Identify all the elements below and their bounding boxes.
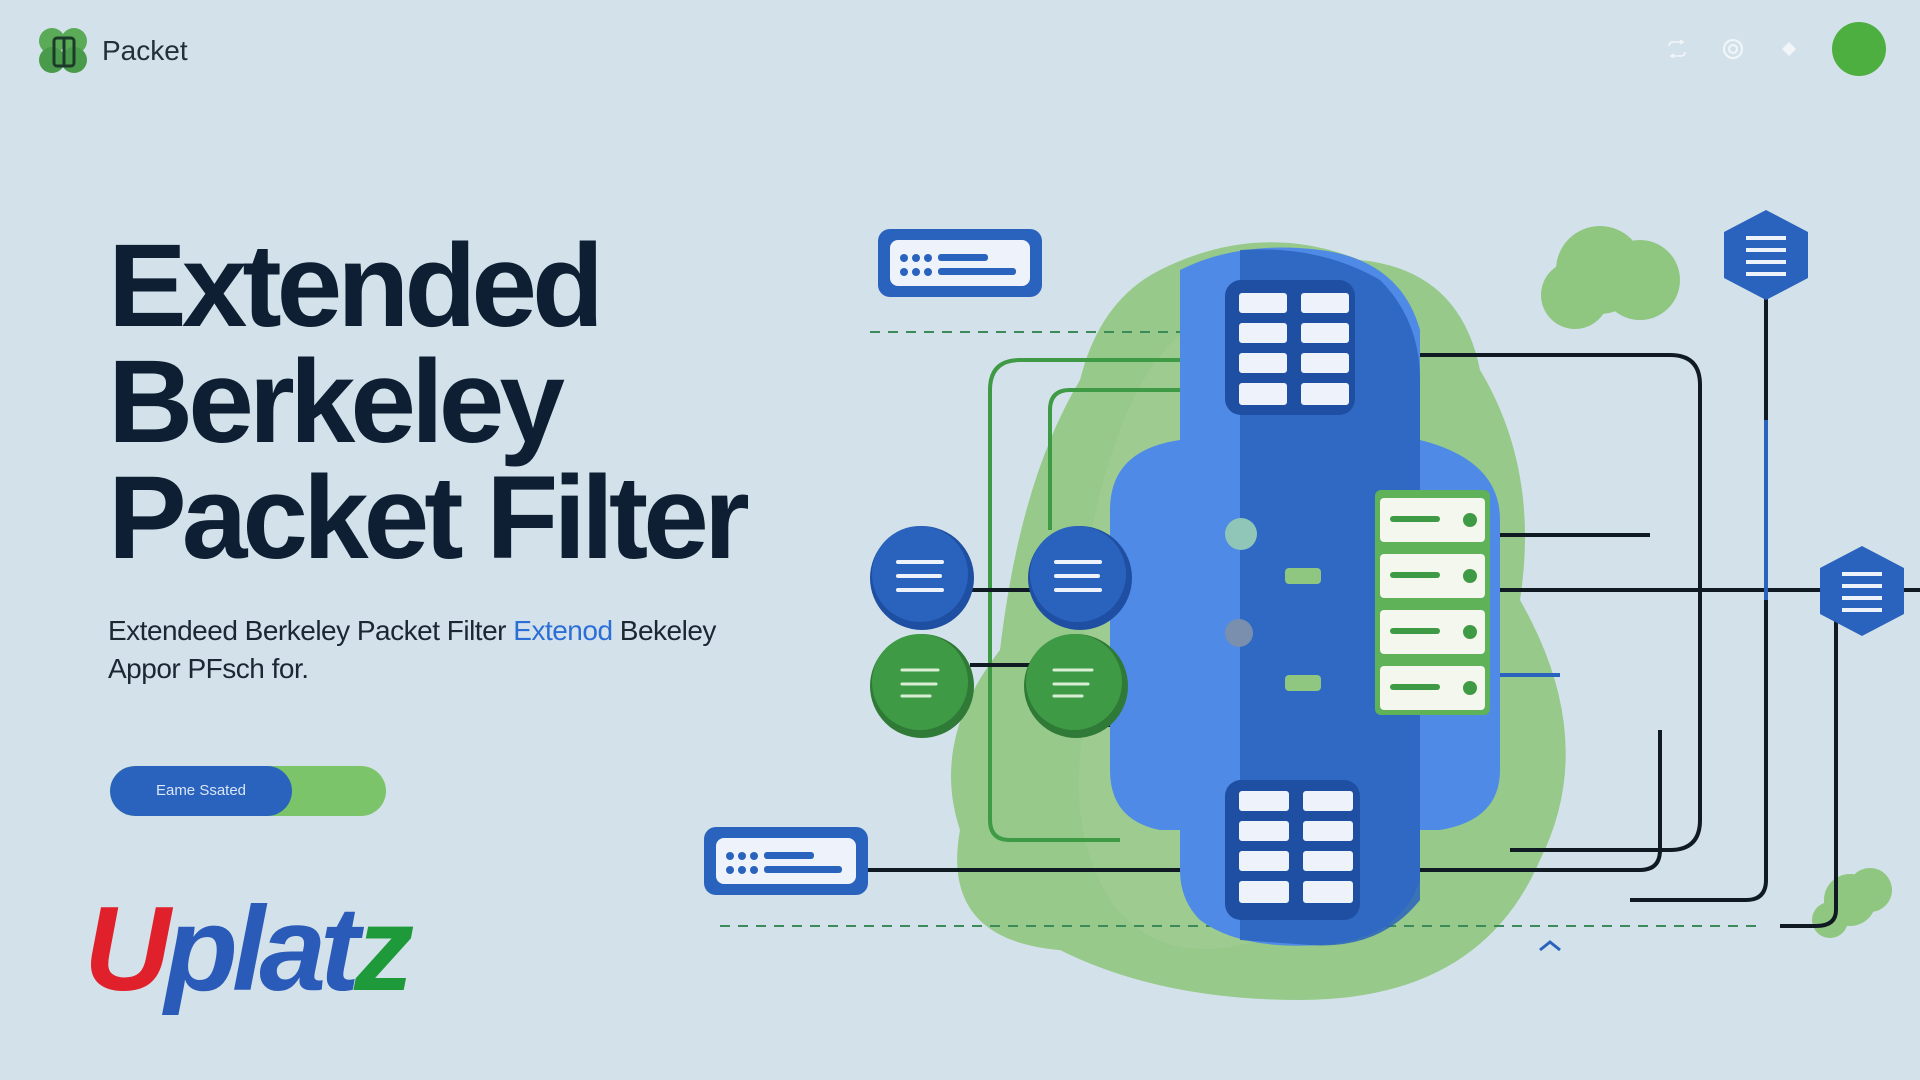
svg-text:Uplatz: Uplatz — [84, 882, 414, 1016]
button-label: Eame Ssated — [155, 782, 247, 799]
server-cluster — [1110, 247, 1500, 946]
node-dot — [1225, 518, 1257, 550]
cloud-icon — [1812, 868, 1892, 938]
connector — [1285, 568, 1321, 584]
title-line: Berkeley — [108, 336, 565, 468]
list-card — [704, 827, 868, 895]
avatar[interactable] — [1832, 22, 1886, 76]
cloud-icon — [1541, 226, 1680, 329]
brand-name: Packet — [102, 35, 188, 66]
uplatz-logo: Uplatz — [84, 882, 420, 1016]
hero-description: Extendeed Berkeley Packet Filter Extenod… — [108, 612, 808, 688]
server-rack-bottom — [1225, 780, 1360, 920]
top-bar: Packet — [0, 0, 1920, 110]
node-blue — [1028, 526, 1132, 630]
page-title: Extended Berkeley Packet Filter — [108, 227, 808, 577]
description-text: Extendeed Berkeley Packet Filter — [108, 615, 514, 646]
node-blue — [870, 526, 974, 630]
list-card — [878, 229, 1042, 297]
header-actions — [1664, 22, 1886, 76]
filter-server-stack — [1375, 490, 1490, 715]
description-highlight[interactable]: Extenod — [513, 615, 613, 646]
node-green — [870, 634, 974, 738]
network-diagram — [704, 210, 1920, 1000]
sync-icon[interactable] — [1664, 36, 1690, 62]
hexagon-list-icon — [1820, 546, 1904, 636]
chevron-up-icon — [1539, 940, 1561, 952]
server-rack-top — [1225, 280, 1355, 415]
diamond-icon[interactable] — [1776, 36, 1802, 62]
get-started-button[interactable]: Eame Ssated — [110, 766, 386, 816]
brand[interactable]: Packet — [36, 26, 188, 76]
button-progress-fill — [110, 766, 293, 816]
hero: Extended Berkeley Packet Filter — [108, 227, 808, 577]
settings-icon[interactable] — [1720, 36, 1746, 62]
hexagon-list-icon — [1724, 210, 1808, 300]
node-green — [1024, 634, 1128, 738]
description-text: Bekeley — [612, 615, 717, 646]
title-line: Packet Filter — [108, 452, 750, 584]
description-text: Appor PFsch for. — [108, 653, 309, 684]
node-dot — [1225, 619, 1253, 647]
packet-logo-icon — [39, 28, 87, 73]
connector — [1285, 675, 1321, 691]
title-line: Extended — [108, 220, 604, 352]
